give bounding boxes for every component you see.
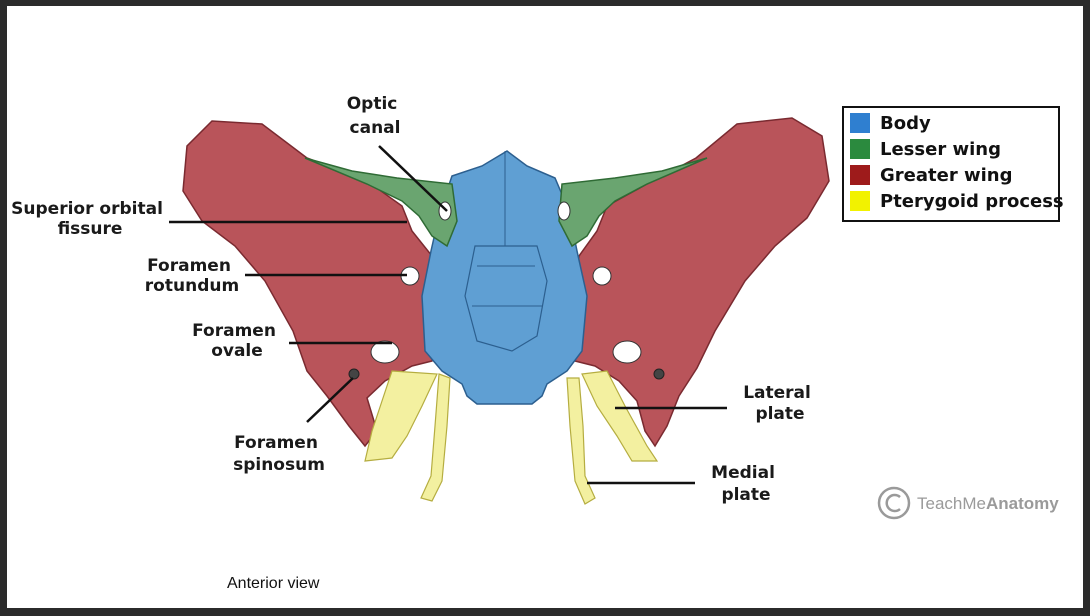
foramen-ovale-left [370, 340, 400, 364]
body-crest [472, 151, 542, 307]
optic-canal-label: Optic canal [347, 94, 404, 138]
pterygoid-right-lateral [581, 370, 659, 462]
legend-swatch-lesser-wing [850, 139, 870, 159]
copyright-icon [877, 486, 911, 520]
legend-box [842, 106, 1060, 222]
foramen-ovale-right [612, 340, 642, 364]
legend: Body Lesser wing Greater wing Pterygoid … [842, 106, 1064, 222]
optic-canal-pointer [378, 145, 448, 212]
legend-label-lesser-wing: Lesser wing [880, 139, 1001, 160]
caption: Anterior view [227, 575, 320, 592]
sphenoid-diagram: Optic canal Superior orbital fissure For… [11, 94, 1064, 520]
foramen-spinosum-left [348, 368, 360, 380]
copyright-c [885, 493, 901, 513]
legend-swatch-pterygoid [850, 191, 870, 211]
greater-wing-right [571, 117, 830, 448]
watermark-text: TeachMeAnatomy [917, 494, 1059, 513]
pointer-lines [169, 145, 727, 485]
lateral-plate-label: Lateral plate [743, 383, 817, 424]
greater-wing-left [182, 120, 438, 448]
foramen-rotundum-right [592, 266, 612, 286]
foramen-spinosum-right [653, 368, 665, 380]
optic-canal-right [557, 201, 571, 221]
watermark: TeachMeAnatomy [877, 486, 1059, 520]
diagram-frame: Optic canal Superior orbital fissure For… [7, 6, 1083, 608]
foramen-ovale-label: Foramen ovale [192, 321, 282, 361]
foramen-spinosum-pointer [306, 377, 354, 423]
legend-swatch-greater-wing [850, 165, 870, 185]
lesser-wing-right [558, 157, 708, 248]
pterygoid-left-lateral [364, 370, 438, 462]
foramen-rotundum-label: Foramen rotundum [145, 256, 239, 296]
legend-swatch-body [850, 113, 870, 133]
legend-label-body: Body [880, 113, 931, 134]
superior-orbital-fissure-label: Superior orbital fissure [11, 199, 169, 239]
legend-label-pterygoid: Pterygoid process [880, 191, 1064, 212]
pterygoid-left-medial [420, 373, 451, 502]
lesser-wing-left [304, 157, 458, 248]
medial-plate-label: Medial plate [711, 463, 781, 505]
sphenoid-body [421, 150, 588, 405]
pterygoid-right-medial [566, 377, 596, 505]
legend-label-greater-wing: Greater wing [880, 165, 1012, 186]
body-sinus-outline [464, 245, 548, 352]
foramen-spinosum-label: Foramen spinosum [233, 433, 325, 475]
